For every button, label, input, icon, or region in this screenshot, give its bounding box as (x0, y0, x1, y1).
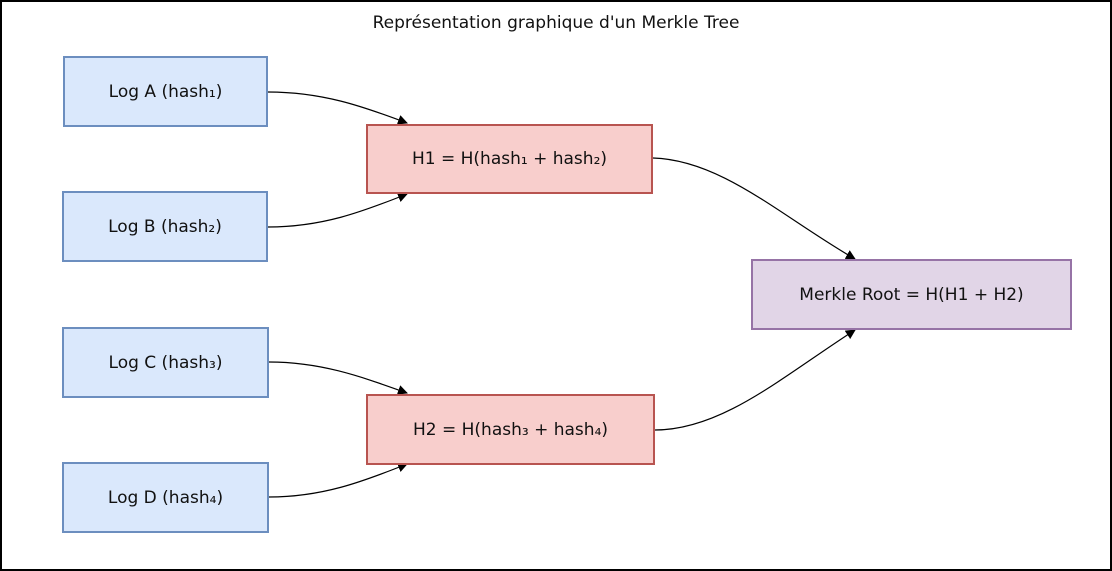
node-log-d-label: Log D (hash₄) (107, 487, 224, 508)
edge-log-b-to-h1 (267, 192, 408, 228)
node-log-d: Log D (hash₄) (62, 462, 269, 533)
edge-log-d-to-h2 (268, 462, 408, 498)
node-merkle-root-label: Merkle Root = H(H1 + H2) (799, 284, 1024, 305)
edge-h1-to-root (652, 157, 856, 260)
node-h1: H1 = H(hash₁ + hash₂) (366, 124, 653, 194)
node-h1-label: H1 = H(hash₁ + hash₂) (411, 149, 608, 169)
node-h2-label: H2 = H(hash₃ + hash₄) (412, 419, 609, 440)
node-h2: H2 = H(hash₃ + hash₄) (366, 394, 655, 465)
node-log-c-label: Log C (hash₃) (108, 352, 223, 373)
node-log-a: Log A (hash₁) (63, 56, 268, 127)
diagram-title: Représentation graphique d'un Merkle Tre… (372, 13, 740, 33)
node-log-c: Log C (hash₃) (62, 327, 269, 398)
node-merkle-root: Merkle Root = H(H1 + H2) (751, 259, 1072, 330)
edge-log-c-to-h2 (268, 361, 408, 395)
edge-log-a-to-h1 (267, 91, 408, 125)
node-log-b-label: Log B (hash₂) (108, 216, 222, 237)
edge-h2-to-root (654, 329, 856, 431)
node-log-b: Log B (hash₂) (62, 191, 268, 262)
node-log-a-label: Log A (hash₁) (108, 81, 223, 102)
